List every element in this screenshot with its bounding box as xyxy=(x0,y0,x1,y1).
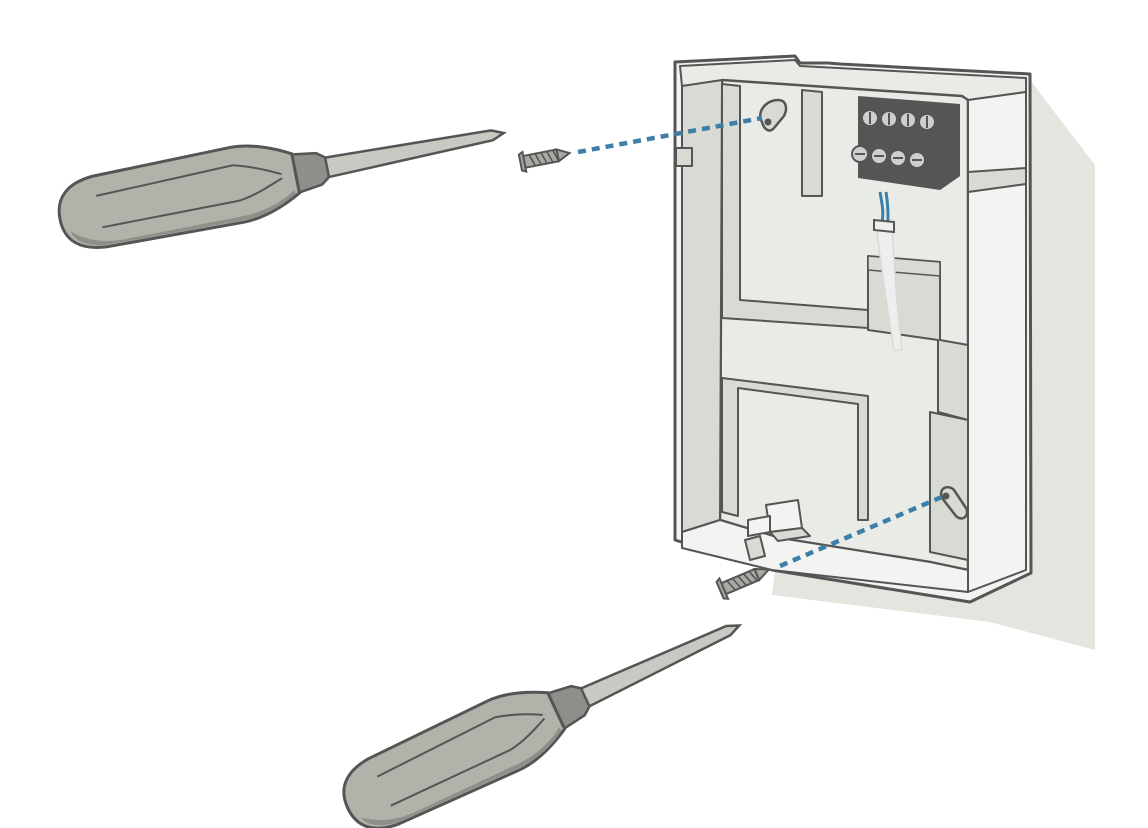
plate-rib-center-post xyxy=(801,89,823,197)
terminal-block-icon xyxy=(851,96,960,190)
terminal-screws-top xyxy=(861,109,936,131)
plate-rib-lower-left xyxy=(721,377,869,521)
guide-line-lower xyxy=(779,493,945,569)
plate-right-wall xyxy=(967,91,1027,593)
plate-right-notch xyxy=(967,167,1027,193)
keyhole-slot-upper xyxy=(759,98,788,132)
plate-latch xyxy=(747,499,811,542)
guide-line-upper xyxy=(577,115,763,155)
mounting-plate-icon xyxy=(673,54,1033,604)
terminal-screws-front xyxy=(851,145,926,169)
screw-icon-lower xyxy=(715,567,772,600)
plate-left-notch xyxy=(675,147,693,167)
plate-bottom-slot xyxy=(744,535,766,561)
screwdriver-icon-lower xyxy=(342,624,743,828)
screw-icon xyxy=(517,148,572,174)
cable-icon xyxy=(873,191,903,351)
screwdriver-icon xyxy=(57,129,507,249)
keyhole-slot-lower xyxy=(939,486,969,520)
